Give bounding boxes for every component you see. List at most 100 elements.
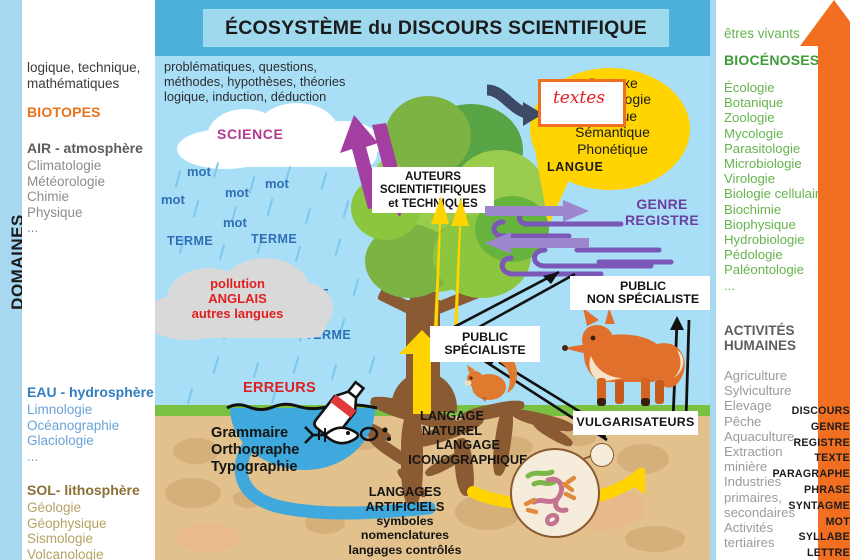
langue-label: LANGUE: [547, 160, 604, 174]
microbe-circle: [510, 448, 600, 538]
list-item: ...: [724, 277, 735, 293]
biocenoses-items: Écologie Botanique Zoologie Mycologie Pa…: [724, 80, 850, 293]
list-item: Écologie: [724, 80, 775, 95]
list-item: Biologie cellulaire: [724, 186, 827, 202]
linguistic-level-arrow-shaft: [818, 36, 850, 560]
air-items: Climatologie Météorologie Chimie Physiqu…: [27, 158, 155, 236]
grammaire-label: Grammaire Orthographe Typographie: [211, 425, 300, 476]
list-item: ...: [27, 448, 39, 464]
microbe-small-circle: [590, 443, 614, 467]
linguistic-hierarchy-list: DISCOURS GENRE REGISTRE TEXTE PARAGRAPHE…: [760, 404, 850, 560]
list-item: Biophysique: [724, 216, 796, 232]
list-item: Volcanologie: [27, 546, 104, 560]
scene-intro-text: problématiques, questions,méthodes, hypo…: [164, 59, 346, 104]
list-item: Botanique: [724, 95, 784, 111]
rain-word-terme: TERME: [167, 234, 214, 248]
list-item: REGISTRE: [793, 436, 850, 449]
rain-word-mot: mot: [225, 185, 249, 200]
list-item: minière: [724, 459, 768, 475]
list-item: TEXTE: [814, 452, 850, 465]
list-item: Biochimie: [724, 201, 782, 217]
air-heading: AIR - atmosphère: [27, 140, 143, 156]
list-item: Agriculture: [724, 368, 788, 383]
eau-heading: EAU - hydrosphère: [27, 384, 154, 400]
rain-word-terme: TERME: [251, 232, 298, 246]
activites-humaines-items: Agriculture Sylviculture Elevage Pêche A…: [724, 368, 850, 560]
auteurs-scientifiques-box: AUTEURS SCIENTIFTIFIQUES et TECHNIQUES: [372, 167, 494, 213]
list-item: Zoologie: [724, 110, 775, 126]
list-item: DISCOURS: [791, 405, 850, 417]
rain-word-mot: mot: [223, 215, 247, 230]
science-cloud: [177, 103, 382, 169]
list-item: Climatologie: [27, 158, 102, 173]
public-non-specialiste-box: PUBLIC NON SPÉCIALISTE: [570, 276, 710, 310]
list-item: Physique: [27, 204, 83, 220]
purple-arrows-tree: [485, 200, 589, 254]
list-item: PHRASE: [804, 483, 850, 496]
eau-items: Limnologie Océanographie Glaciologie ...: [27, 402, 155, 464]
right-blue-strip: [710, 0, 716, 560]
linguistic-level-arrow-head: [800, 0, 850, 46]
list-item: LETTRE: [807, 547, 850, 560]
list-item: tertiaires: [724, 535, 775, 551]
rain-word-mot: mot: [265, 176, 289, 191]
list-item: Parasitologie: [724, 140, 801, 156]
list-item: Microbiologie: [724, 156, 802, 172]
list-item: SYLLABE: [798, 531, 850, 544]
pebble: [165, 478, 221, 508]
vulgarisateurs-box: VULGARISATEURS: [573, 411, 698, 435]
stream-path: [234, 438, 436, 520]
debris-icon: [359, 426, 391, 442]
textes-box: [538, 79, 626, 127]
list-item: PARAGRAPHE: [772, 468, 850, 481]
list-item: Aquaculture: [724, 428, 795, 444]
list-item: ...: [724, 550, 735, 560]
left-blue-strip: [0, 0, 22, 560]
foliage-blob: [385, 96, 471, 176]
list-item: Industries: [724, 474, 782, 490]
sol-items: Géologie Géophysique Sismologie Volcanol…: [27, 500, 155, 560]
list-item: Géologie: [27, 500, 82, 515]
squirrel-icon: [464, 353, 518, 402]
science-label: SCIENCE: [217, 126, 284, 142]
list-item: Activités: [724, 520, 774, 536]
microbe-germs: [523, 469, 577, 527]
title-band: ÉCOSYSTÈME du DISCOURS SCIENTIFIQUE: [155, 0, 710, 56]
left-panel: logique, technique, mathématiques BIOTOP…: [22, 0, 155, 560]
list-item: Sismologie: [27, 531, 94, 547]
public-specialiste-box: PUBLIC SPÉCIALISTE: [430, 326, 540, 362]
rain-word-mot: mot: [161, 192, 185, 207]
pebble: [177, 524, 239, 552]
list-item: Glaciologie: [27, 433, 94, 449]
sol-heading: SOL- lithosphère: [27, 482, 140, 498]
list-item: ...: [27, 220, 39, 236]
biotopes-heading: BIOTOPES: [27, 104, 101, 120]
left-intro-text: logique, technique, mathématiques: [27, 60, 141, 91]
list-item: Limnologie: [27, 402, 93, 417]
langage-iconographique-label: LANGAGE ICONOGRAPHIQUE: [408, 437, 528, 467]
activites-humaines-heading: ACTIVITÉS HUMAINES: [724, 323, 797, 353]
biocenoses-heading: BIOCÉNOSES: [724, 52, 820, 68]
title-box: ÉCOSYSTÈME du DISCOURS SCIENTIFIQUE: [203, 9, 669, 47]
list-item: Pêche: [724, 413, 762, 429]
ecosystem-scene: ÉCOSYSTÈME du DISCOURS SCIENTIFIQUE prob…: [155, 0, 710, 560]
fish-bones-icon: [304, 426, 360, 445]
erreurs-label: ERREURS: [243, 380, 316, 396]
list-item: Océanographie: [27, 417, 120, 433]
list-item: Elevage: [724, 398, 772, 414]
list-item: Mycologie: [724, 125, 784, 141]
list-item: primaires,: [724, 489, 782, 505]
list-item: Sémantique: [575, 124, 650, 141]
list-item: MOT: [825, 515, 850, 528]
list-item: Géophysique: [27, 515, 107, 531]
pebble: [173, 438, 219, 464]
list-item: Météorologie: [27, 173, 106, 189]
list-item: Paléontologie: [724, 262, 804, 278]
fox-icon: [562, 308, 685, 406]
list-item: Sylviculture: [724, 383, 792, 399]
list-item: Hydrobiologie: [724, 232, 805, 248]
list-item: Chimie: [27, 189, 70, 205]
